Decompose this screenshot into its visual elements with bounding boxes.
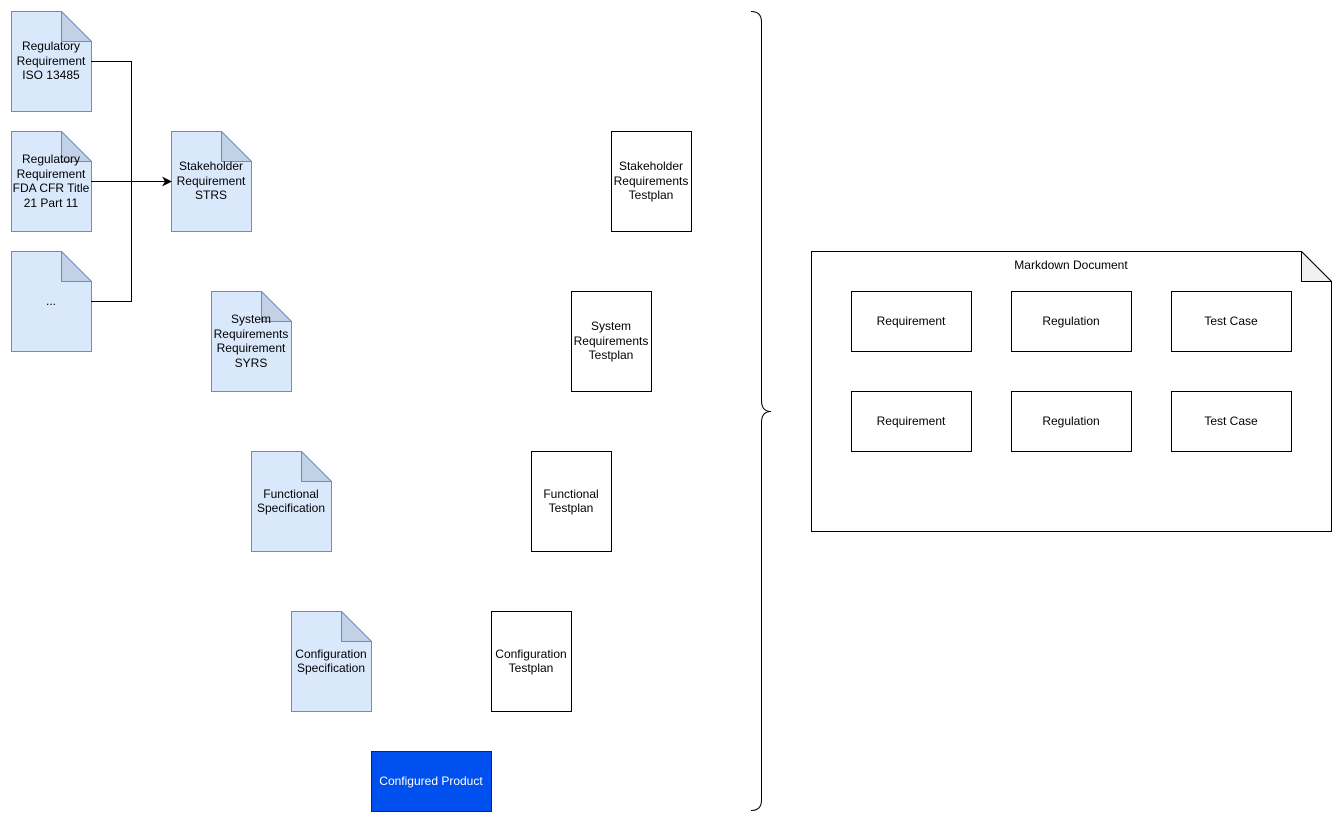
connector-iso-to-stakeholder: [91, 61, 132, 182]
markdown-cell-box-regulation-2: [1011, 391, 1132, 452]
curly-brace: [750, 11, 772, 811]
connector-other-to-stakeholder: [91, 181, 132, 302]
configured-product: [371, 751, 492, 812]
doc-regulatory-fda-fold: [61, 131, 92, 162]
doc-configuration-specification-fold: [341, 611, 372, 642]
markdown-document-fold: [1301, 251, 1332, 282]
doc-system-requirements: [211, 291, 292, 392]
doc-regulatory-iso-body: [11, 11, 92, 112]
doc-functional-specification: [251, 451, 332, 552]
doc-regulatory-other-body: [11, 251, 92, 352]
testplan-functional: [531, 451, 612, 552]
testplan-stakeholder: [611, 131, 692, 232]
doc-system-requirements-body: [211, 291, 292, 392]
doc-regulatory-fda: [11, 131, 92, 232]
markdown-cell-box-regulation-1: [1011, 291, 1132, 352]
doc-regulatory-iso: [11, 11, 92, 112]
doc-regulatory-other-fold: [61, 251, 92, 282]
doc-stakeholder-requirement: [171, 131, 252, 232]
doc-system-requirements-fold: [261, 291, 292, 322]
doc-configuration-specification: [291, 611, 372, 712]
doc-configuration-specification-body: [291, 611, 372, 712]
markdown-cell-box-requirement-1: [851, 291, 972, 352]
doc-regulatory-fda-body: [11, 131, 92, 232]
markdown-cell-box-requirement-2: [851, 391, 972, 452]
testplan-configuration: [491, 611, 572, 712]
testplan-system: [571, 291, 652, 392]
doc-functional-specification-fold: [301, 451, 332, 482]
doc-stakeholder-requirement-body: [171, 131, 252, 232]
doc-regulatory-other: [11, 251, 92, 352]
doc-functional-specification-body: [251, 451, 332, 552]
markdown-cell-box-test-case-2: [1171, 391, 1292, 452]
markdown-cell-box-test-case-1: [1171, 291, 1292, 352]
doc-stakeholder-requirement-fold: [221, 131, 252, 162]
doc-regulatory-iso-fold: [61, 11, 92, 42]
